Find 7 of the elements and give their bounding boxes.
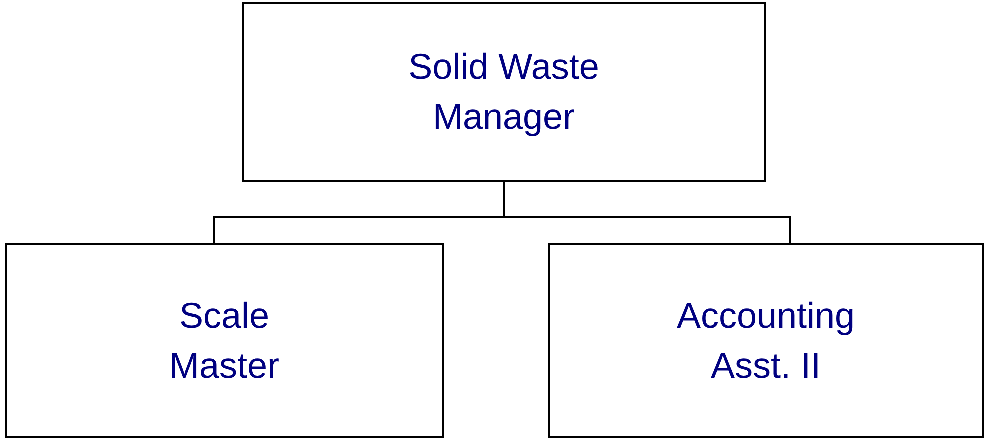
- org-box: [548, 243, 984, 438]
- connector-line: [503, 182, 791, 243]
- position-title: Solid Waste Manager: [408, 45, 600, 139]
- org-box: [5, 243, 444, 438]
- position-title: Accounting Asst. II: [676, 294, 856, 388]
- org-box: [242, 2, 766, 182]
- position-title: Scale Master: [168, 294, 281, 388]
